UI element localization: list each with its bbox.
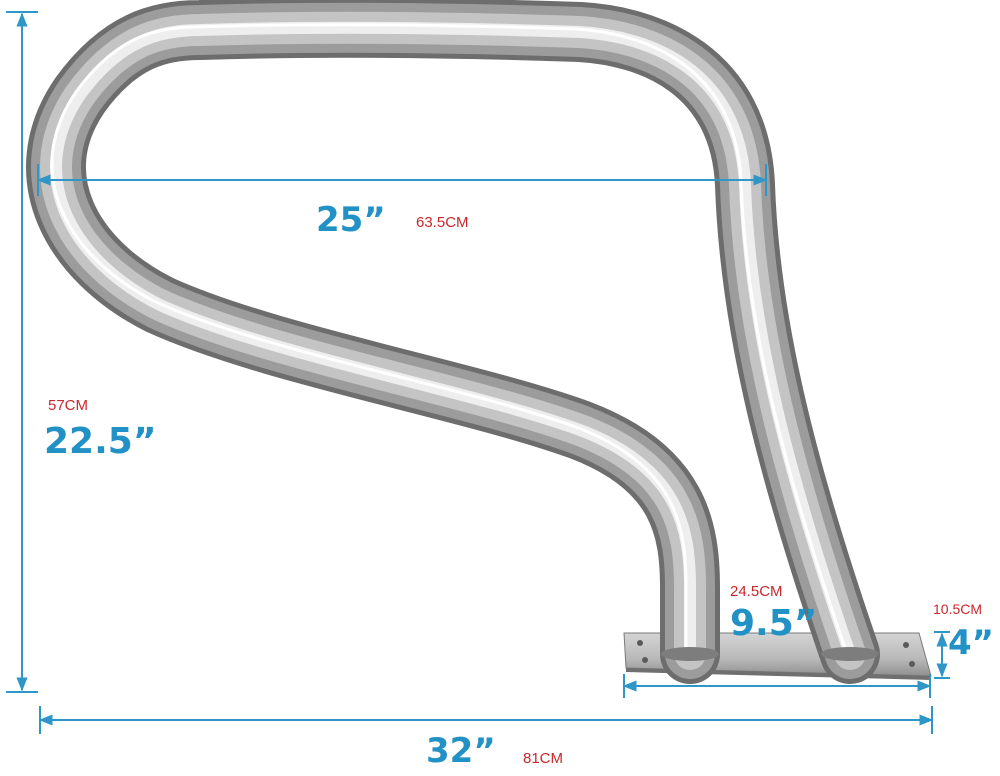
base-length-imperial-label: 9.5” xyxy=(730,603,818,644)
overall-length-metric-label: 81CM xyxy=(523,750,564,767)
dimension-lines xyxy=(6,11,950,734)
mounting-holes xyxy=(637,640,915,667)
tube-feet xyxy=(661,647,879,661)
height-imperial-label: 22.5” xyxy=(44,421,157,462)
height-metric-label: 57CM xyxy=(48,397,89,414)
stainless-tube xyxy=(26,0,880,684)
base-length-metric-label: 24.5CM xyxy=(730,583,783,600)
plate-height-metric-label: 10.5CM xyxy=(933,601,983,617)
width-top-metric-label: 63.5CM xyxy=(416,214,469,231)
plate-height-imperial-label: 4” xyxy=(948,623,995,663)
overall-length-imperial-label: 32” xyxy=(426,731,496,771)
width-top-imperial-label: 25” xyxy=(316,200,386,240)
